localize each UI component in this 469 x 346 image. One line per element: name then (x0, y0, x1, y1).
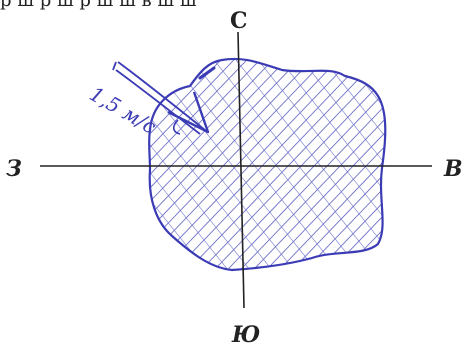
hatch-line (220, 58, 386, 270)
hatch-line (462, 40, 469, 290)
hatch-line (149, 58, 332, 270)
hatch-line (272, 58, 386, 270)
hatch-line (298, 58, 386, 270)
hatch-line (194, 58, 386, 270)
wind-speed-label: 1,5 м/с (86, 82, 161, 139)
hatch-line (259, 58, 386, 270)
outline-stroke-detail (198, 66, 216, 80)
hatch-line (149, 58, 241, 270)
hatch-line (149, 58, 345, 270)
hatch-line (285, 58, 386, 270)
hatch-line (175, 58, 377, 270)
hatch-line (149, 58, 306, 270)
hatch-line (233, 58, 386, 270)
hatched-area-outline (148, 57, 387, 272)
arrow-shaft-cap (112, 61, 117, 71)
arrow-tail-hook (172, 119, 181, 135)
hatch-line (149, 58, 267, 270)
hatch-line (311, 58, 386, 270)
compass-axes (40, 31, 432, 309)
hatch-line (149, 58, 245, 270)
hatch-line (149, 58, 293, 270)
arrow-head (167, 91, 210, 134)
east-label: В (443, 156, 463, 182)
arrow-shaft-lower (115, 69, 201, 135)
hatch-line (241, 58, 386, 270)
hatch-line (285, 58, 386, 270)
header-cut-text: р ш р ш р ш ш в ш ш (0, 0, 197, 11)
hatch-line (149, 58, 319, 270)
hatch-line (207, 58, 386, 270)
hatch-line (149, 58, 267, 270)
arrow-shaft-upper (117, 61, 206, 131)
vertical-axis (237, 31, 245, 309)
hatch-line (219, 58, 386, 270)
west-label: З (6, 156, 22, 182)
wind-arrow (112, 61, 210, 135)
hatch-line (149, 58, 289, 270)
hatch-line (197, 58, 386, 270)
hatch-line (149, 58, 254, 270)
south-label: Ю (231, 322, 260, 346)
hatch-line (149, 58, 223, 270)
hatched-area (148, 40, 469, 290)
hatch-line (263, 58, 386, 270)
hatch-line (307, 58, 386, 270)
hatch-line (149, 58, 311, 270)
north-label: С (230, 8, 248, 34)
hatch-line (246, 58, 386, 270)
